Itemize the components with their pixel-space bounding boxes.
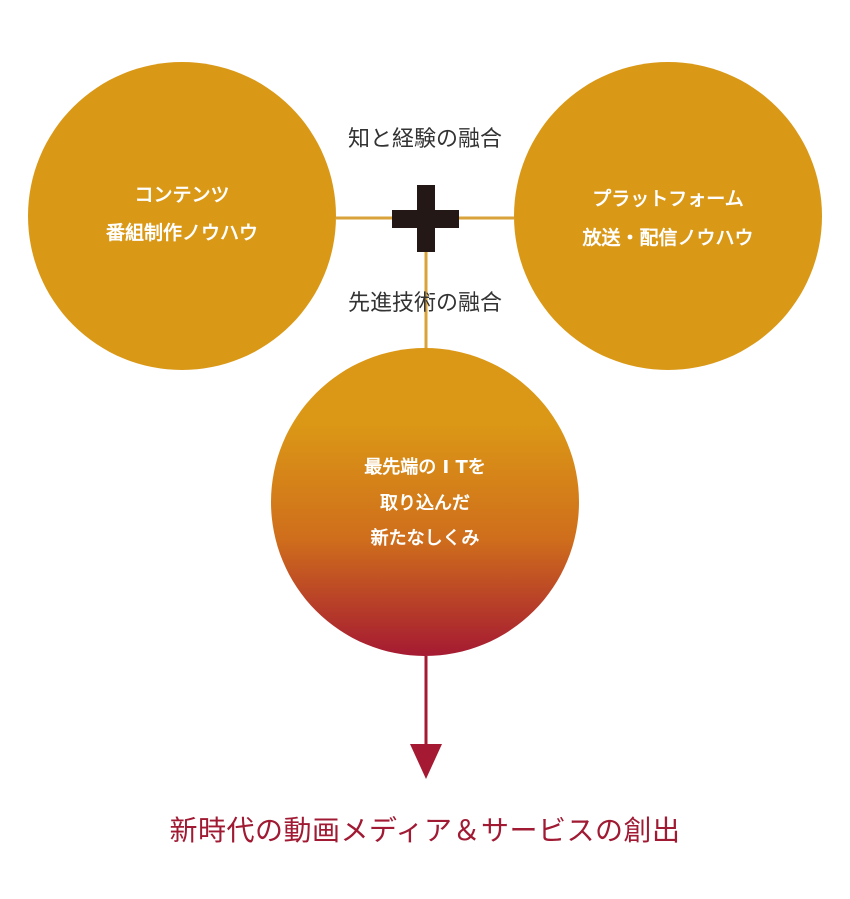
new-system-line1: 最先端の I Tを — [364, 457, 486, 478]
circle-platform — [514, 62, 822, 370]
arrow-down-icon — [410, 656, 442, 779]
plus-icon — [392, 185, 459, 252]
circle-new-system — [271, 348, 579, 656]
platform-line2: 放送・配信ノウハウ — [582, 227, 754, 249]
contents-line2: 番組制作ノウハウ — [105, 222, 258, 244]
label-technology-fusion: 先進技術の融合 — [347, 291, 502, 316]
new-system-line3: 新たなしくみ — [370, 528, 480, 549]
contents-line1: コンテンツ — [134, 184, 230, 206]
result-title: 新時代の動画メディア＆サービスの創出 — [169, 814, 681, 847]
label-knowledge-fusion: 知と経験の融合 — [347, 127, 502, 152]
circle-contents — [28, 62, 336, 370]
new-system-line2: 取り込んだ — [380, 493, 470, 514]
platform-line1: プラットフォーム — [592, 188, 744, 210]
